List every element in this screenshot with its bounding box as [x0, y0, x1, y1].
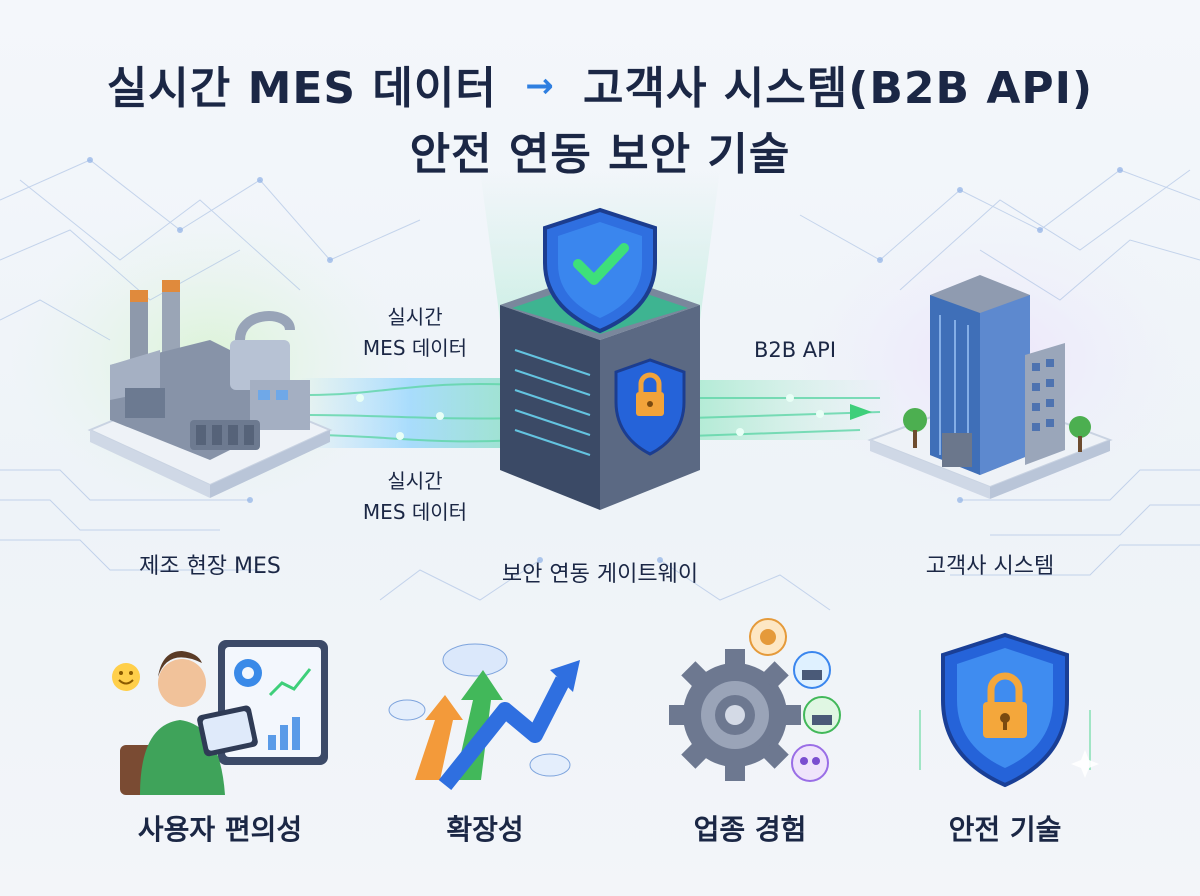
flow-label-upper-left-line2: MES 데이터: [362, 336, 468, 360]
growth-arrows-icon: [388, 643, 580, 790]
flow-label-upper-left-line1: 실시간: [387, 305, 443, 329]
flow-label-lower-left-line1: 실시간: [387, 469, 443, 493]
customer-building-icon: [867, 275, 1113, 499]
feature-label-usability: 사용자 편의성: [137, 813, 303, 846]
title-left: 실시간 MES 데이터: [106, 63, 497, 114]
shield-lock-icon: [919, 632, 1099, 788]
customer-label: 고객사 시스템: [925, 554, 1055, 579]
page-title-line1: 실시간 MES 데이터 → 고객사 시스템(B2B API): [0, 52, 1200, 116]
industry-gear-icon: [669, 618, 841, 782]
flow-label-right: B2B API: [753, 338, 837, 362]
flow-label-upper-left: 실시간 MES 데이터: [330, 302, 500, 364]
feature-label-scalability: 확장성: [446, 813, 524, 846]
user-dashboard-icon: [112, 640, 328, 795]
security-gateway-icon: [500, 207, 700, 510]
page-title-line2: 안전 연동 보안 기술: [409, 129, 791, 180]
title-right: 고객사 시스템(B2B API): [583, 63, 1094, 114]
factory-icon: [87, 280, 333, 498]
gateway-label: 보안 연동 게이트웨이: [501, 562, 699, 587]
feature-label-security-tech: 안전 기술: [948, 813, 1062, 846]
title-arrow-icon: →: [525, 66, 555, 106]
flow-label-lower-left: 실시간 MES 데이터: [330, 466, 500, 528]
factory-label: 제조 현장 MES: [139, 554, 281, 579]
feature-label-industry-experience: 업종 경험: [693, 813, 807, 846]
flow-label-lower-left-line2: MES 데이터: [362, 500, 468, 524]
